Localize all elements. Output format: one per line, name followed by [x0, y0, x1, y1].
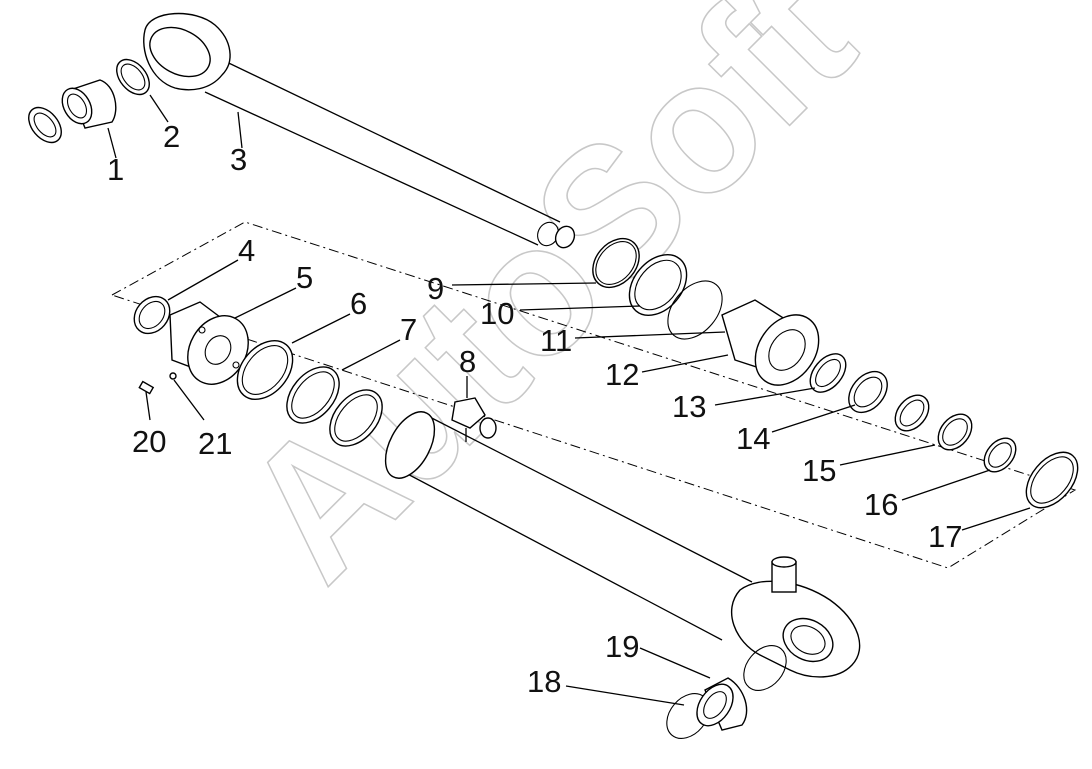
callout-1: 1 [107, 152, 124, 187]
callout-19: 19 [605, 629, 639, 664]
part-13-seal [809, 353, 847, 393]
callout-9: 9 [427, 271, 444, 306]
part-19-bushing [696, 677, 748, 731]
part-5-piston [169, 301, 249, 385]
part-2-seal-ring [116, 58, 150, 96]
part-21-ball [169, 372, 177, 380]
callout-14: 14 [736, 421, 770, 456]
piston-rod [143, 12, 576, 249]
callout-20: 20 [132, 424, 166, 459]
callout-10: 10 [480, 296, 514, 331]
callout-4: 4 [238, 233, 255, 268]
part-4-ring [133, 295, 171, 335]
part-7-ring [286, 366, 340, 424]
part-6-ring [236, 340, 294, 400]
part-15-seal [894, 394, 973, 451]
callout-3: 3 [230, 142, 247, 177]
callout-18: 18 [527, 664, 561, 699]
callout-7: 7 [400, 312, 417, 347]
part-7b-ring [329, 389, 383, 447]
part-9-snap-ring [592, 237, 640, 289]
part-17-wiper [1025, 451, 1079, 509]
cylinder-barrel [384, 411, 861, 678]
callout-15: 15 [802, 453, 836, 488]
leader-lines [107, 94, 1031, 706]
seal-kit-boundary [110, 221, 1077, 569]
callout-13: 13 [672, 389, 706, 424]
callout-12: 12 [605, 357, 639, 392]
part-11-ring [667, 280, 723, 340]
callout-2: 2 [163, 119, 180, 154]
callout-8: 8 [459, 344, 476, 379]
callout-16: 16 [864, 487, 898, 522]
callout-labels: 1 2 3 4 5 6 7 8 9 10 11 12 13 14 15 16 1… [107, 119, 962, 699]
part-12-gland [721, 299, 820, 386]
callout-17: 17 [928, 519, 962, 554]
part-10-ring [628, 254, 688, 316]
part-16-seal [983, 437, 1017, 473]
callout-21: 21 [198, 426, 232, 461]
callout-11: 11 [540, 323, 572, 358]
callout-5: 5 [296, 260, 313, 295]
part-1-bushing [28, 79, 117, 144]
part-8-fitting [451, 397, 497, 442]
part-14-seal [848, 370, 888, 414]
part-20-pin [138, 380, 155, 395]
callout-6: 6 [350, 286, 367, 321]
